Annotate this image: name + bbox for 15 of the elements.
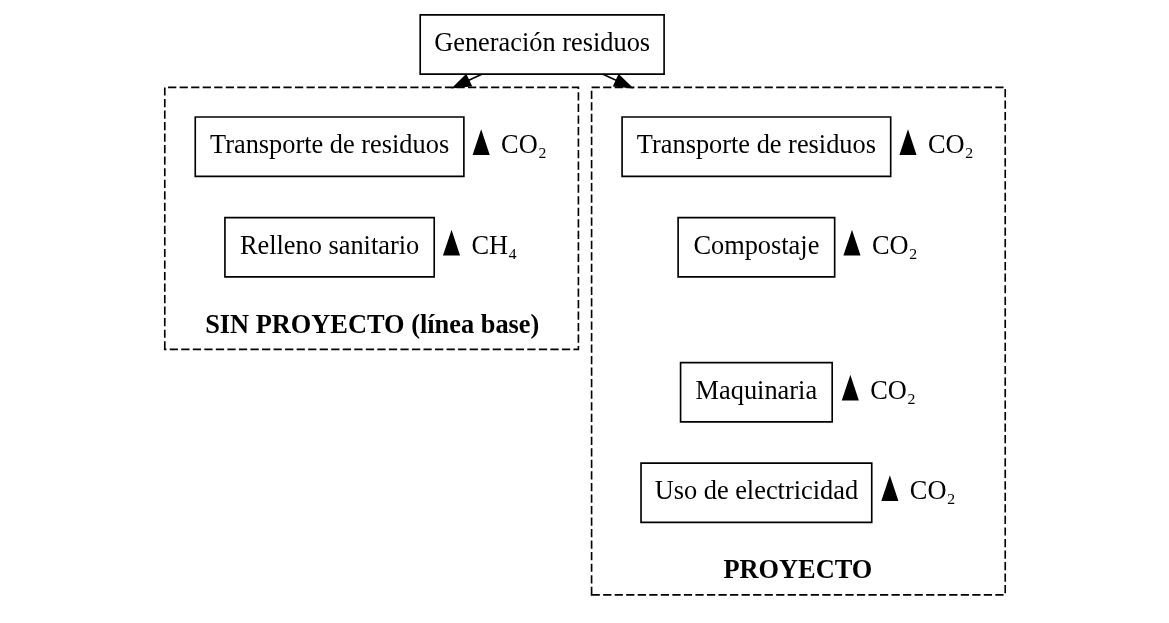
node-box: Uso de electricidad [639,462,873,524]
node-label: CO₂ [500,129,547,159]
arrow [450,73,483,89]
node-box: Generación residuos [418,14,665,76]
node-label: CO₂ [871,230,918,260]
node-box: Transporte de residuos [620,116,891,178]
node-label: CO₂ [869,375,916,405]
node-box: Transporte de residuos [193,116,465,178]
node-box: Relleno sanitario [223,216,435,278]
node-label: CO₂ [927,129,974,159]
node-box: Compostaje [676,216,835,278]
arrow [601,73,634,89]
node-box: Maquinaria [679,361,833,423]
node-label: CO₂ [909,476,956,506]
node-label: CH₄ [470,230,517,260]
